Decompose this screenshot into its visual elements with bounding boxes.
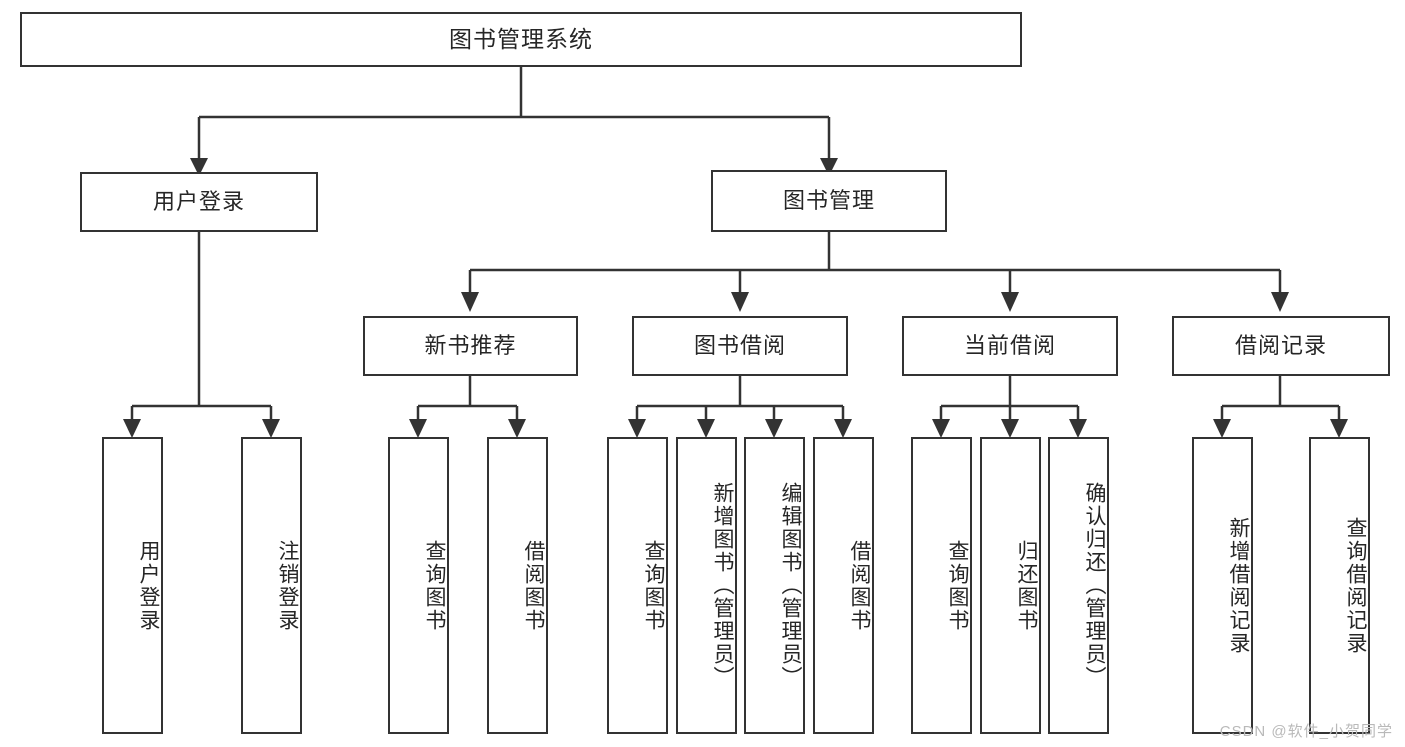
node-book-management[interactable]: 图书管理	[711, 170, 947, 232]
leaf-book-borrow-add[interactable]: 新增图书（管理员）	[676, 437, 737, 734]
leaf-book-borrow-query[interactable]: 查询图书	[607, 437, 668, 734]
node-current-borrow[interactable]: 当前借阅	[902, 316, 1118, 376]
leaf-book-borrow-edit[interactable]: 编辑图书（管理员）	[744, 437, 805, 734]
leaf-book-borrow-lend[interactable]: 借阅图书	[813, 437, 874, 734]
node-user-login[interactable]: 用户登录	[80, 172, 318, 232]
node-new-book-recommend[interactable]: 新书推荐	[363, 316, 578, 376]
node-borrow-record[interactable]: 借阅记录	[1172, 316, 1390, 376]
leaf-user-login-signin[interactable]: 用户登录	[102, 437, 163, 734]
leaf-current-borrow-return[interactable]: 归还图书	[980, 437, 1041, 734]
leaf-current-borrow-confirm-return[interactable]: 确认归还（管理员）	[1048, 437, 1109, 734]
leaf-user-login-signout[interactable]: 注销登录	[241, 437, 302, 734]
leaf-current-borrow-query[interactable]: 查询图书	[911, 437, 972, 734]
leaf-borrow-record-add[interactable]: 新增借阅记录	[1192, 437, 1253, 734]
csdn-watermark: CSDN @软件_小贺同学	[1219, 723, 1393, 740]
leaf-new-book-query[interactable]: 查询图书	[388, 437, 449, 734]
leaf-new-book-borrow[interactable]: 借阅图书	[487, 437, 548, 734]
leaf-borrow-record-query[interactable]: 查询借阅记录	[1309, 437, 1370, 734]
node-book-borrow[interactable]: 图书借阅	[632, 316, 848, 376]
node-root-system[interactable]: 图书管理系统	[20, 12, 1022, 67]
